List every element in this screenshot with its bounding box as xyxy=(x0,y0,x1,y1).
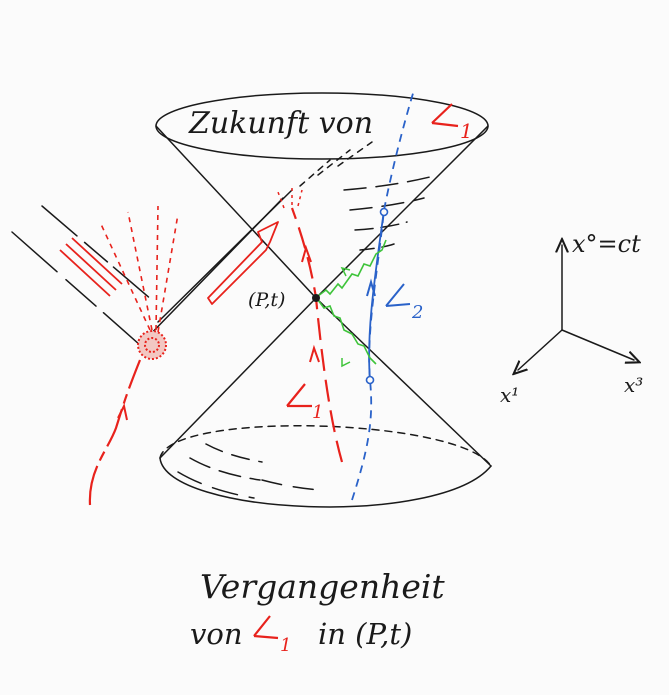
arrowhead-icon xyxy=(309,344,320,363)
observer2-symbol xyxy=(385,283,411,307)
axis-x3-label: x³ xyxy=(624,373,643,397)
arrowhead-icon xyxy=(117,403,128,421)
past-cone xyxy=(159,297,492,508)
observer1-subscript: 1 xyxy=(312,402,323,423)
past-cone-base-front xyxy=(159,457,492,508)
incoming-particle-worldline xyxy=(88,359,142,506)
observer1-symbol-bottom xyxy=(253,615,279,640)
observer1-symbol-top xyxy=(431,103,459,128)
future-cone-left-edge xyxy=(155,125,317,299)
future-label: Zukunft von xyxy=(188,106,373,141)
past-label-in: in (P,t) xyxy=(318,617,412,651)
arrowhead-icon xyxy=(366,278,376,297)
past-observer-subscript: 1 xyxy=(280,635,291,656)
future-cone-right-edge xyxy=(315,125,489,299)
past-cone-base-back xyxy=(159,425,492,467)
beam-direction-arrow xyxy=(207,221,279,305)
past-label-line1: Vergangenheit xyxy=(200,567,445,606)
coordinate-axes xyxy=(518,245,634,370)
past-label-von: von xyxy=(190,617,243,651)
axis-x3-arrow xyxy=(561,329,634,360)
past-cone-left-edge xyxy=(159,297,317,459)
past-cone-right-edge xyxy=(315,297,492,467)
axis-time-label: x°=ct xyxy=(572,230,641,258)
light-signals xyxy=(317,239,387,368)
arrowhead-icon xyxy=(301,244,312,263)
observer2-worldline xyxy=(351,89,415,501)
future-observer-subscript: 1 xyxy=(460,119,473,143)
observer1-worldline xyxy=(277,188,344,463)
observer2-subscript: 2 xyxy=(411,302,423,323)
event-point xyxy=(312,294,320,302)
spark-burst-icon xyxy=(99,205,179,360)
observer1-symbol-mid xyxy=(286,383,312,408)
axis-x1-label: x¹ xyxy=(500,383,519,407)
emission-beam xyxy=(11,189,293,346)
event-label: (P,t) xyxy=(248,289,285,311)
axis-x1-arrow xyxy=(518,329,563,370)
